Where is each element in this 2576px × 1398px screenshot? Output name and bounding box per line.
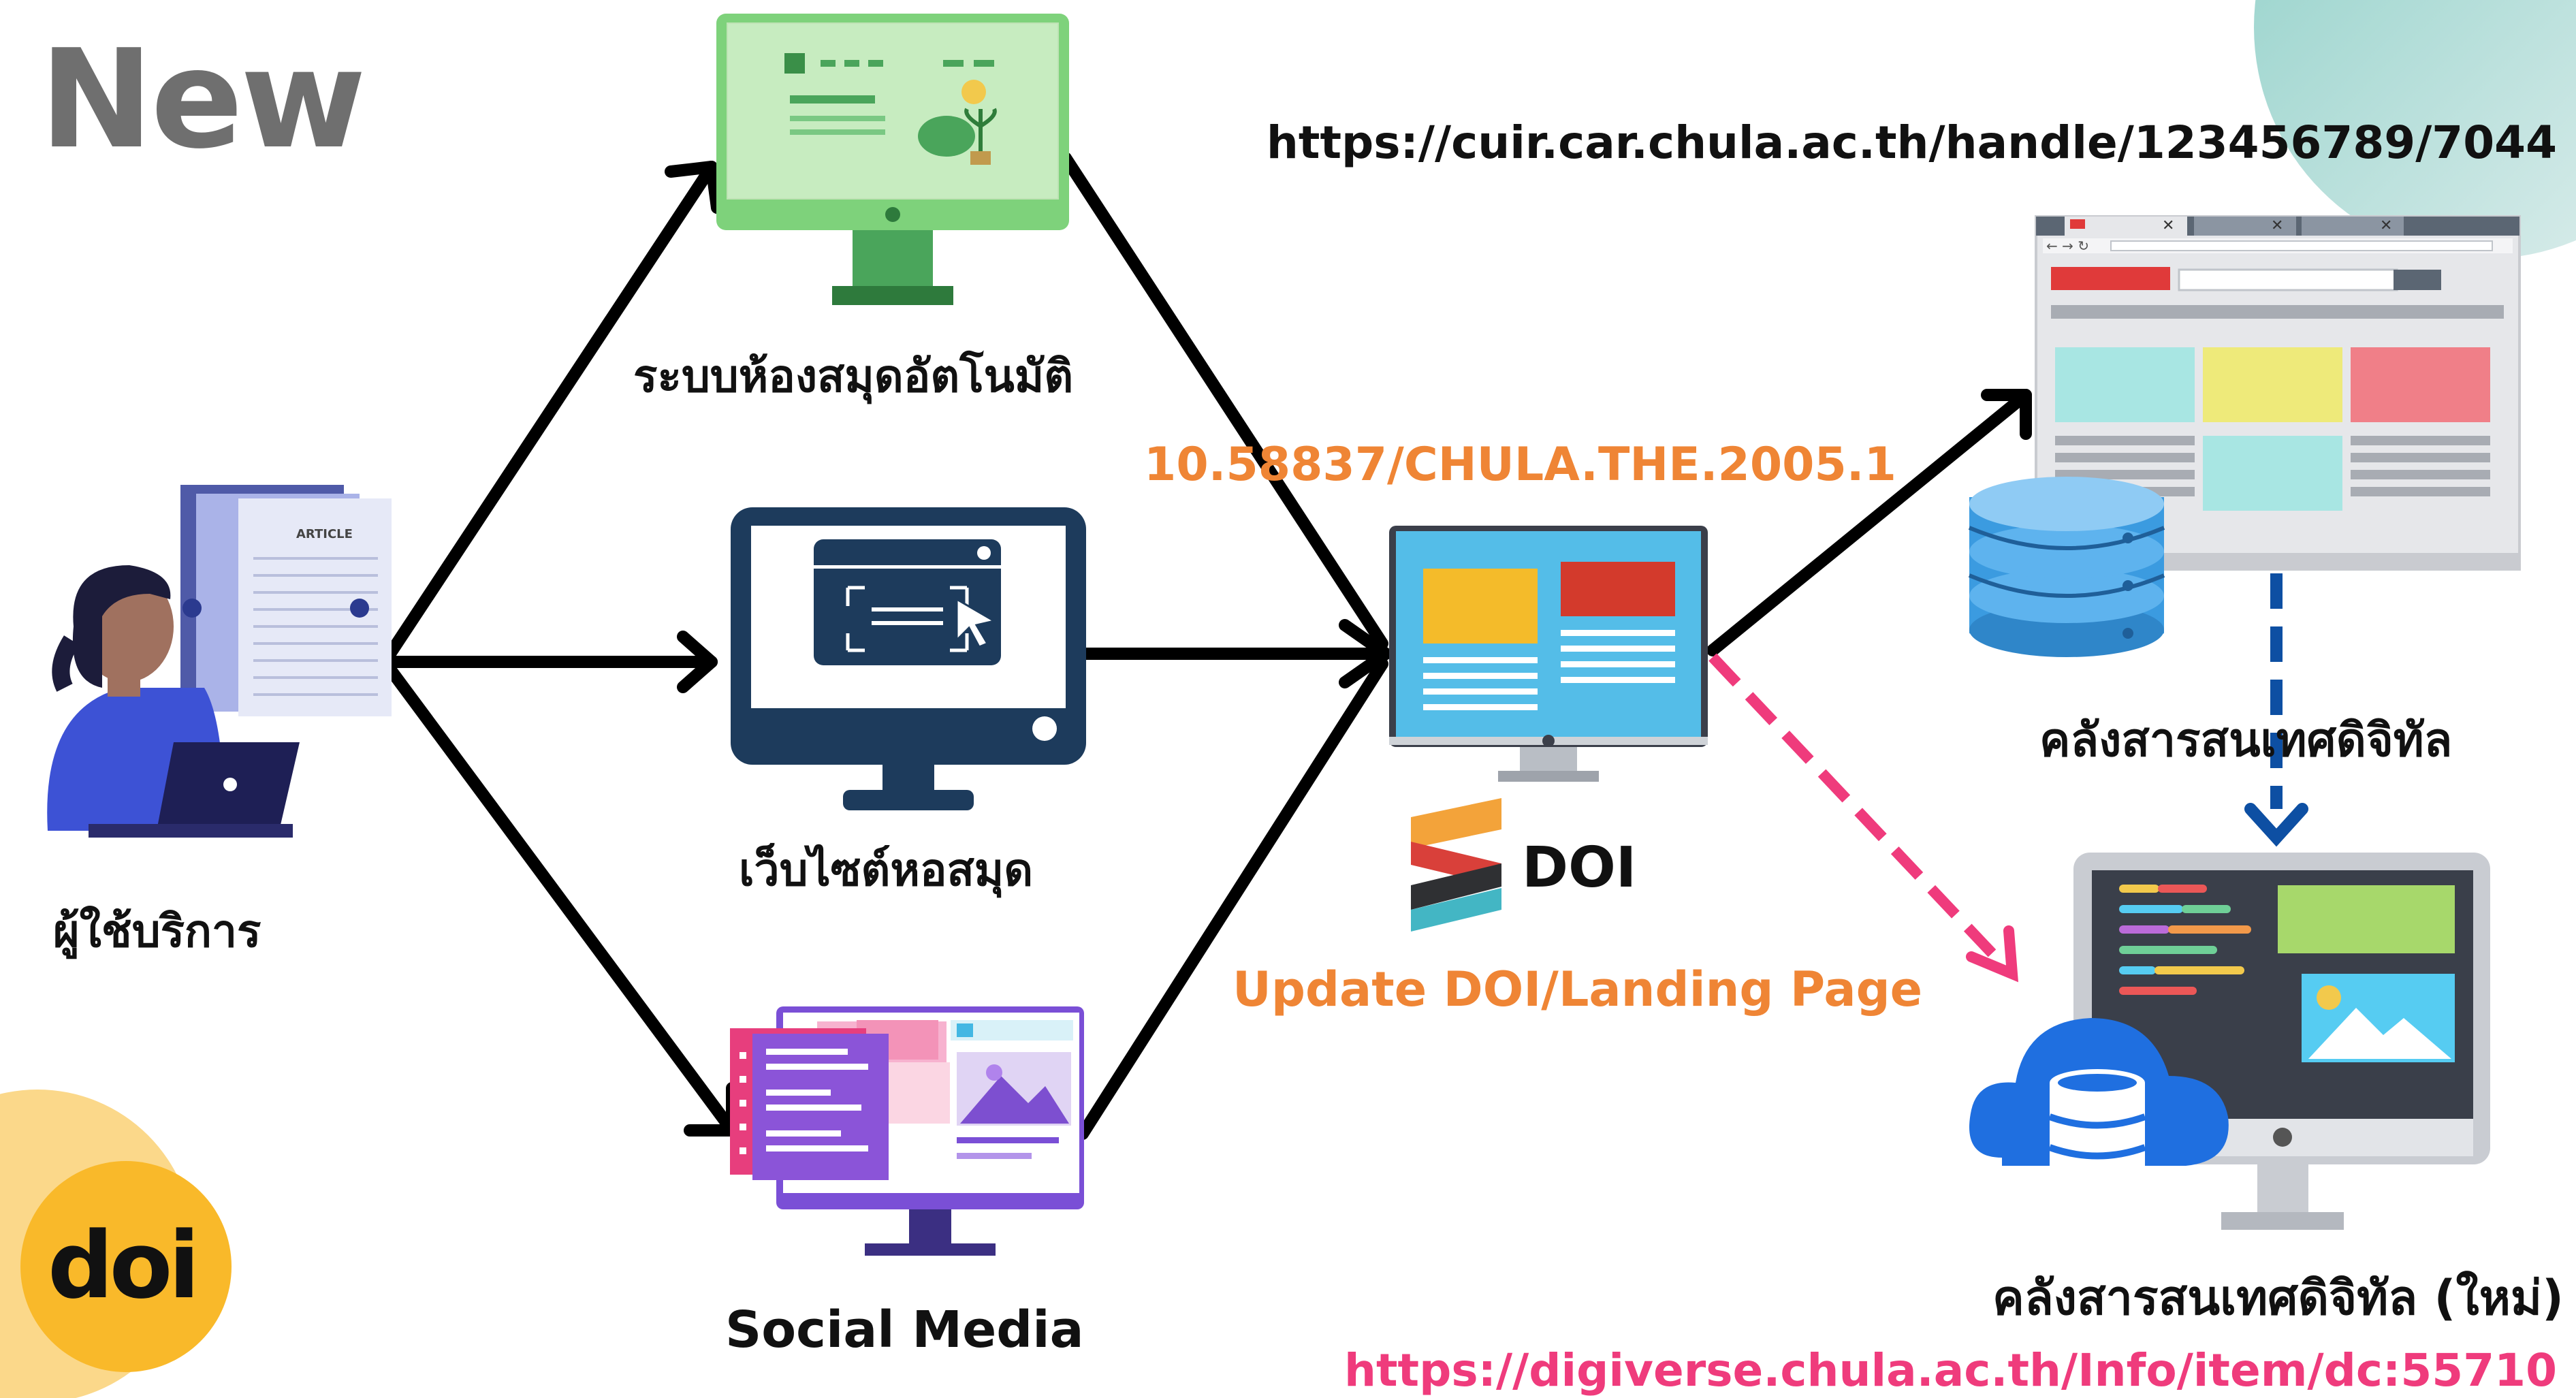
doi-logo-icon (1411, 798, 1501, 932)
image-icon (960, 1076, 1069, 1124)
browser-window-icon (814, 539, 1001, 665)
arrowhead-library-system (665, 161, 723, 214)
digital-repository-label: คลังสารสนเทศดิจิทัล (2039, 714, 2452, 767)
social-media-label: Social Media (725, 1301, 1084, 1359)
image-icon (2308, 1008, 2451, 1059)
library-system-monitor-icon (716, 14, 1069, 305)
arrows (379, 152, 2032, 1140)
doi-badge-text: doi (48, 1212, 196, 1319)
repository-old-url: https://cuir.car.chula.ac.th/handle/1234… (1267, 116, 2557, 169)
doi-prefix-label: 10.58837/CHULA.THE.2005.1 (1144, 438, 1896, 492)
coin-icon (961, 80, 986, 104)
arrow-user-to-library-system (379, 161, 718, 668)
update-doi-label: Update DOI/Landing Page (1233, 962, 1922, 1017)
social-media-monitor-icon (730, 1006, 1084, 1256)
arrowhead-repository (1981, 389, 2032, 440)
bank-icon (784, 53, 805, 74)
doi-label: DOI (1522, 836, 1636, 900)
repository-new-url: https://digiverse.chula.ac.th/Info/item/… (1344, 1344, 2557, 1397)
doi-monitor-icon (1389, 526, 1708, 782)
library-website-label: เว็บไซต์หอสมุด (739, 842, 1033, 898)
tab-close-icon: ✕ (2162, 217, 2174, 234)
arrow-user-to-social (379, 656, 738, 1137)
arrowhead-doi (1339, 619, 1392, 688)
article-next-icon (350, 599, 369, 618)
article-prev-icon (182, 599, 202, 618)
page-title: New (39, 20, 364, 179)
cloud-database-icon (1969, 1018, 2229, 1188)
article-lines (253, 557, 378, 696)
article-label: ARTICLE (296, 527, 353, 541)
repository-browser-icon: ✕ ✕ ✕ ← → ↻ (2035, 215, 2521, 571)
tab-close-icon: ✕ (2271, 217, 2283, 234)
doi-badge-logo: doi (20, 1161, 232, 1372)
cursor-icon (955, 597, 998, 648)
nav-arrows-icon: ← → ↻ (2046, 238, 2089, 254)
tab-favicon-icon (2070, 219, 2085, 229)
dashed-arrow-repository-migration (2244, 573, 2308, 847)
arrowhead-website (677, 631, 718, 693)
user-label: ผู้ใช้บริการ (53, 904, 261, 959)
database-icon (1968, 477, 2165, 657)
library-system-label: ระบบห้องสมุดอัตโนมัติ (633, 349, 1073, 404)
arrow-social-to-doi (1077, 658, 1388, 1140)
digital-repository-new-label: คลังสารสนเทศดิจิทัล (ใหม่) (1992, 1270, 2564, 1326)
arrow-doi-to-repository (1706, 389, 2032, 656)
dashed-arrow-to-new-repository (1708, 653, 2019, 983)
library-website-monitor-icon (731, 507, 1086, 810)
user-hair (72, 565, 171, 688)
tab-close-icon: ✕ (2380, 217, 2392, 234)
teal-corner-decoration (2254, 0, 2576, 259)
piggy-bank-icon (918, 116, 975, 157)
arrow-library-system-to-doi (1060, 152, 1388, 650)
user-illustration: ARTICLE (47, 485, 392, 838)
